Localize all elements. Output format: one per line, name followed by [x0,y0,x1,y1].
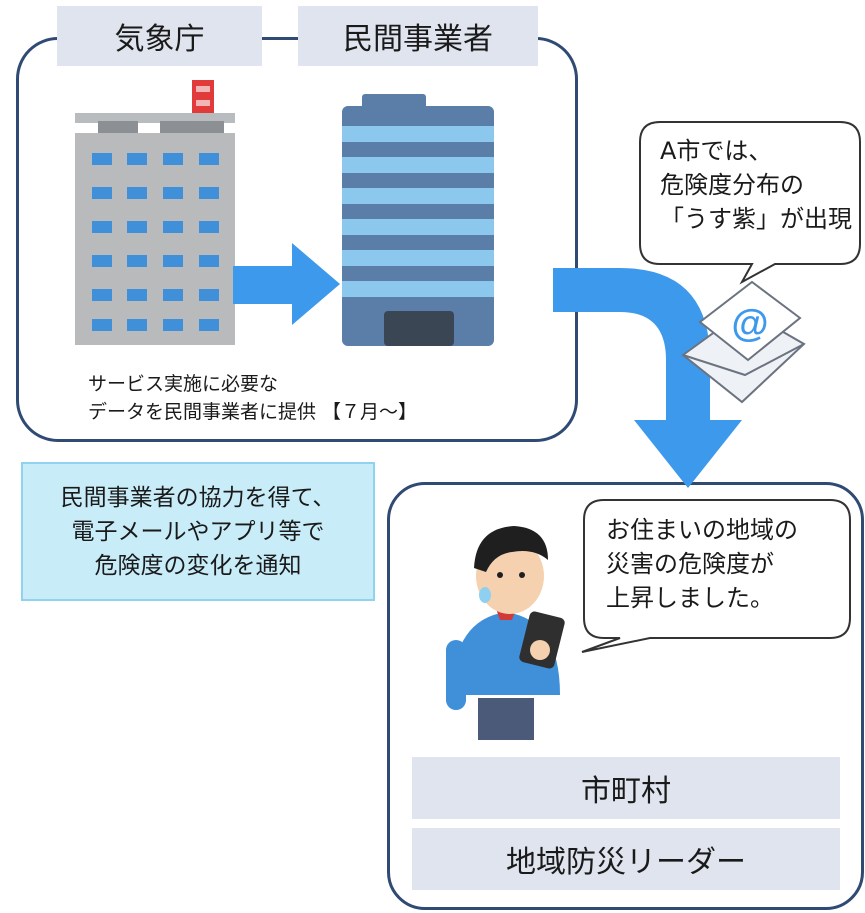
private-building-icon [342,94,494,346]
person-with-smartphone-icon [446,526,565,740]
jma-label: 気象庁 [57,6,262,66]
jma-building-icon [75,80,235,345]
caption-line-1: サービス実施に必要な [88,373,279,395]
email-icon: @ [681,280,806,404]
email-bubble-text: A市では、 危険度分布の 「うす紫」が出現 [660,134,852,236]
speech-bubble-email [639,121,861,285]
disaster-leader-label: 地域防災リーダー [412,828,840,890]
email-bubble-line-2: 危険度分布の [660,171,804,199]
at-sign: @ [731,303,768,345]
municipality-label: 市町村 [412,757,840,819]
notification-arrow [553,268,742,488]
person-bubble-line-1: お住まいの地域の [606,516,798,544]
note-line-3: 危険度の変化を通知 [94,552,302,579]
data-provision-caption: サービス実施に必要な データを民間事業者に提供 【７月～】 [88,370,417,426]
note-line-1: 民間事業者の協力を得て、 [60,484,336,511]
email-bubble-line-1: A市では、 [660,137,773,165]
person-bubble-text: お住まいの地域の 災害の危険度が 上昇しました。 [606,513,798,615]
data-flow-arrow [233,243,340,325]
speech-bubble-person [581,499,851,653]
person-bubble-line-3: 上昇しました。 [606,584,774,612]
private-operator-label: 民間事業者 [298,6,538,66]
connector-line [262,37,298,40]
note-line-2: 電子メールやアプリ等で [71,518,325,545]
person-bubble-line-2: 災害の危険度が [606,550,774,578]
caption-line-2: データを民間事業者に提供 【７月～】 [88,401,418,423]
notification-note: 民間事業者の協力を得て、 電子メールやアプリ等で 危険度の変化を通知 [21,462,375,601]
email-bubble-line-3: 「うす紫」が出現 [660,205,852,233]
